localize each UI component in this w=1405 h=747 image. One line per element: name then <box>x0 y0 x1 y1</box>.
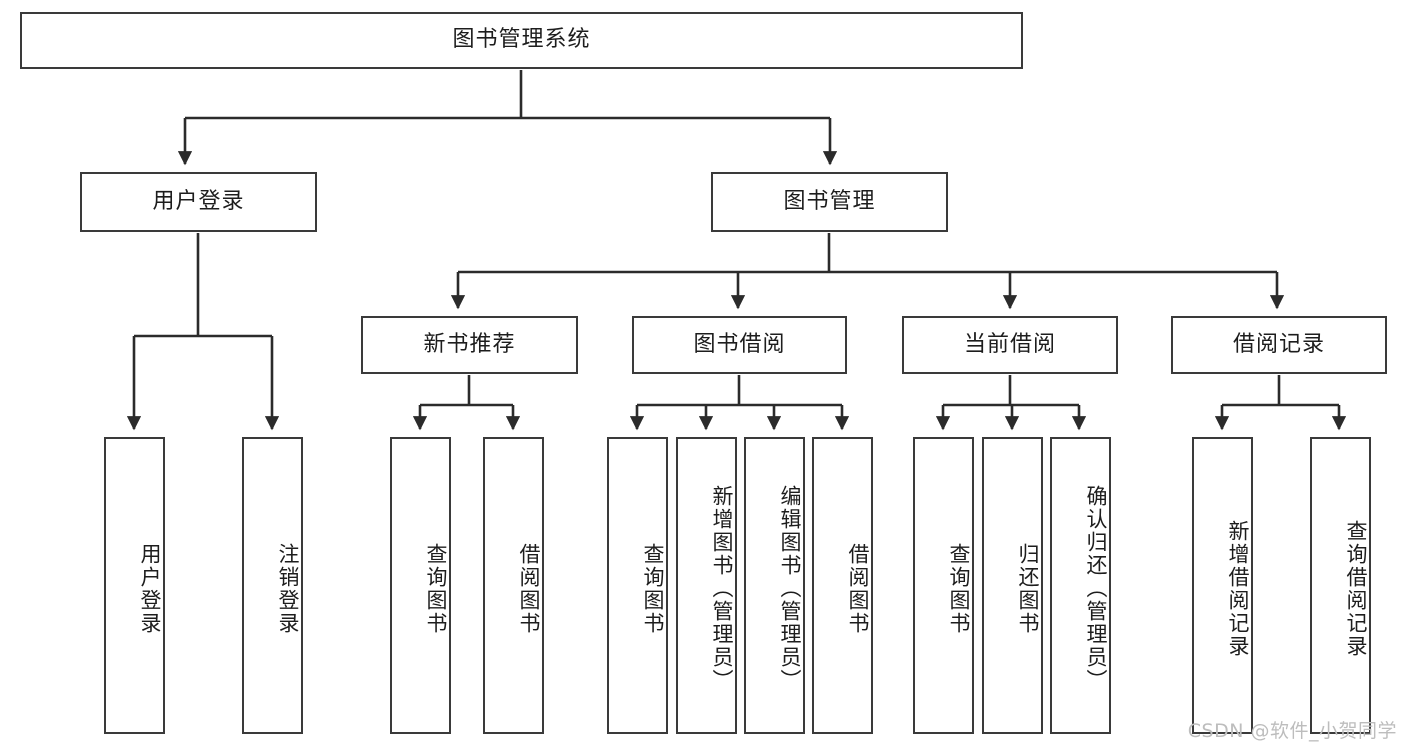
node-current-borrow[interactable]: 当前借阅 <box>902 316 1118 374</box>
node-label: 新书推荐 <box>423 331 516 357</box>
node-new-book-recommend[interactable]: 新书推荐 <box>361 316 578 374</box>
leaf-edit-book-admin[interactable]: 编辑图书（管理员） <box>744 437 805 734</box>
csdn-watermark: CSDN @软件_小贺同学 <box>1187 720 1397 742</box>
leaf-add-book-admin[interactable]: 新增图书（管理员） <box>676 437 737 734</box>
node-label: 查询图书 <box>424 542 448 635</box>
leaf-add-borrow-record[interactable]: 新增借阅记录 <box>1192 437 1253 734</box>
node-label: 图书借阅 <box>693 331 786 357</box>
leaf-query-book-borrow[interactable]: 查询图书 <box>607 437 668 734</box>
node-label: 借阅图书 <box>846 542 870 635</box>
node-label: 查询借阅记录 <box>1344 519 1368 658</box>
node-label: 确认归还（管理员） <box>1084 485 1108 692</box>
node-label: 注销登录 <box>276 542 300 635</box>
node-label: 编辑图书（管理员） <box>778 485 802 692</box>
node-label: 新增借阅记录 <box>1226 519 1250 658</box>
leaf-return-book[interactable]: 归还图书 <box>982 437 1043 734</box>
node-book-management[interactable]: 图书管理 <box>711 172 948 232</box>
node-label: 用户登录 <box>138 542 162 635</box>
node-book-borrow[interactable]: 图书借阅 <box>632 316 847 374</box>
leaf-user-login[interactable]: 用户登录 <box>104 437 165 734</box>
node-user-login[interactable]: 用户登录 <box>80 172 317 232</box>
leaf-logout[interactable]: 注销登录 <box>242 437 303 734</box>
node-label: 当前借阅 <box>963 331 1056 357</box>
node-borrow-record[interactable]: 借阅记录 <box>1171 316 1387 374</box>
node-label: 用户登录 <box>152 188 245 214</box>
node-label: 查询图书 <box>947 542 971 635</box>
leaf-query-borrow-record[interactable]: 查询借阅记录 <box>1310 437 1371 734</box>
node-root-system[interactable]: 图书管理系统 <box>20 12 1023 69</box>
leaf-confirm-return-admin[interactable]: 确认归还（管理员） <box>1050 437 1111 734</box>
leaf-query-book-recommend[interactable]: 查询图书 <box>390 437 451 734</box>
node-label: 图书管理 <box>783 188 876 214</box>
leaf-query-book-current[interactable]: 查询图书 <box>913 437 974 734</box>
leaf-borrow-book-recommend[interactable]: 借阅图书 <box>483 437 544 734</box>
node-label: 借阅图书 <box>517 542 541 635</box>
node-label: 图书管理系统 <box>452 27 591 53</box>
node-label: 归还图书 <box>1016 542 1040 635</box>
node-label: 借阅记录 <box>1232 331 1325 357</box>
node-label: 新增图书（管理员） <box>710 485 734 692</box>
node-label: 查询图书 <box>641 542 665 635</box>
leaf-borrow-book[interactable]: 借阅图书 <box>812 437 873 734</box>
